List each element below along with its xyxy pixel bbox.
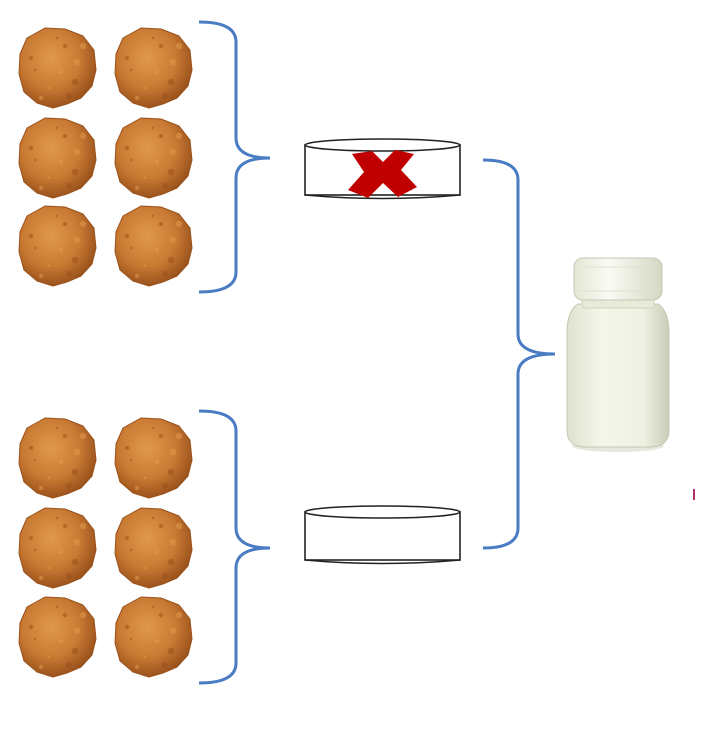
soil-clump-icon	[18, 417, 97, 499]
soil-clump-icon	[18, 117, 97, 199]
top-petri-dish-icon	[304, 138, 461, 200]
top-group-bracket	[198, 20, 271, 294]
soil-clump-icon	[114, 117, 193, 199]
top-clump-group	[18, 27, 193, 287]
soil-clump-icon	[18, 205, 97, 287]
dishes-to-bottle-bracket	[482, 158, 556, 550]
soil-clump-icon	[18, 507, 97, 589]
soil-clump-icon	[114, 205, 193, 287]
specimen-bottle-icon	[566, 257, 670, 452]
soil-clump-icon	[114, 507, 193, 589]
stray-mark	[693, 489, 695, 500]
soil-clump-icon	[18, 596, 97, 678]
cross-mark-icon	[348, 150, 417, 198]
soil-clump-icon	[114, 596, 193, 678]
bottom-group-bracket	[198, 409, 271, 685]
bottom-clump-group	[18, 417, 193, 678]
soil-clump-icon	[114, 27, 193, 109]
soil-clump-icon	[18, 27, 97, 109]
soil-clump-icon	[114, 417, 193, 499]
bottom-petri-dish-icon	[304, 505, 461, 565]
